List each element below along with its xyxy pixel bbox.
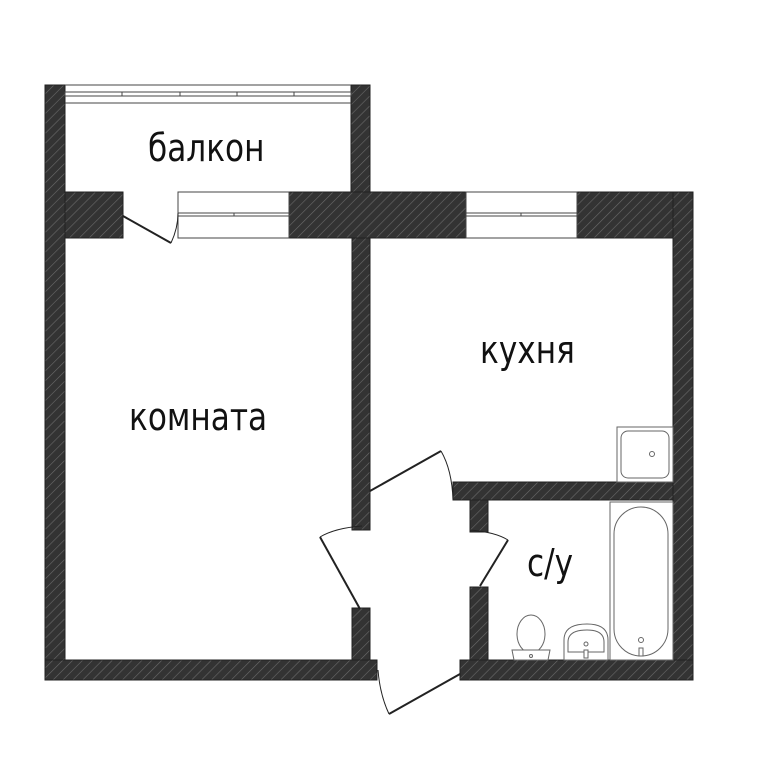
wall-left-outer [44,84,66,681]
walls [44,84,694,681]
bathtub-icon [609,501,674,661]
kitchen-window [465,191,578,239]
wall-bathroom-top [452,481,674,501]
wall-partition-upper [351,237,371,531]
wall-balcony-right [350,84,371,196]
room-label-bathroom: с/у [527,541,574,585]
balcony-window [64,84,352,104]
toilet-icon [511,614,551,661]
balcony-door [122,212,179,244]
wall-right-outer [672,191,694,681]
wall-bottom-left [44,659,378,681]
wall-bathroom-left-lower [469,586,489,661]
room-label-balcony: балкон [148,126,265,170]
entrance-doors [319,450,509,715]
wall-top-mid-segment [288,191,467,239]
room-window [177,191,290,239]
washbasin-icon [563,623,609,661]
wall-partition-lower [351,607,371,661]
wall-bottom-right [459,659,694,681]
room-label-room: комната [129,395,268,439]
wall-bathroom-left-upper [469,499,489,533]
room-label-kitchen: кухня [480,328,575,372]
wall-top-left-segment [64,191,124,239]
kitchen-sink-icon [616,426,674,483]
